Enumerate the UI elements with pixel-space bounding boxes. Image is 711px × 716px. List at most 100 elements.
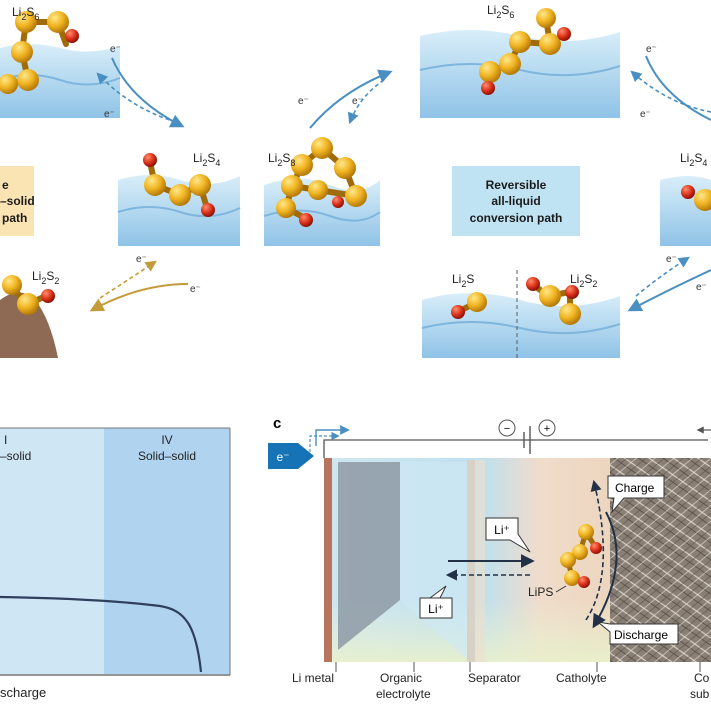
reversible-path-box-line3: conversion path xyxy=(470,211,563,225)
species-label-li2s8: Li2S8 xyxy=(268,151,295,168)
species-symbol: S xyxy=(26,5,34,19)
electron-arrow-left-bottom: e⁻ e⁻ xyxy=(89,254,201,312)
region-iii-label: I xyxy=(4,433,7,447)
electron-label: e⁻ xyxy=(298,96,309,107)
species-label-li2s6-left: Li2S6 xyxy=(12,5,39,22)
species-subscript: 4 xyxy=(215,158,220,168)
discharge-callout: Discharge xyxy=(596,621,679,645)
electron-arrow-right-top: e⁻ e⁻ xyxy=(630,44,711,121)
molecule-li2s2-left xyxy=(2,275,55,315)
species-label-li2s4-left: Li2S4 xyxy=(193,151,220,168)
species-subscript: 2 xyxy=(41,276,46,286)
species-symbol: Li xyxy=(487,3,496,17)
molecule-lipS xyxy=(560,524,602,588)
molecule-li2s4-left xyxy=(143,153,215,217)
solid-path-box xyxy=(0,166,34,236)
species-label-li2s4-right: Li2S4 xyxy=(680,151,707,168)
electron-label: e⁻ xyxy=(190,284,201,295)
species-subscript: 8 xyxy=(290,158,295,168)
species-subscript: 2 xyxy=(21,12,26,22)
li-metal xyxy=(324,458,332,662)
species-symbol: Li xyxy=(32,269,41,283)
label-current-collector: Co xyxy=(694,671,710,685)
species-subscript: 2 xyxy=(579,279,584,289)
electron-label: e⁻ xyxy=(640,109,651,120)
electron-arrow-left-top: e⁻ e⁻ xyxy=(96,44,185,128)
li-ion-upper-label: Li⁺ xyxy=(494,523,510,537)
lipS-label: LiPS xyxy=(528,585,553,599)
electron-label: e⁻ xyxy=(110,44,121,55)
voltage-curve xyxy=(0,595,203,673)
terminal-plus: + xyxy=(544,423,550,435)
label-substrate: sub xyxy=(690,687,710,701)
electron-tag-label: e⁻ xyxy=(276,450,289,464)
panel-b-plot: I –solid IV Solid–solid scharge xyxy=(0,427,231,700)
li-ion-upper-callout: Li⁺ xyxy=(485,517,531,553)
species-subscript: 2 xyxy=(54,276,59,286)
species-label-li2s2-left: Li2S2 xyxy=(32,269,59,286)
electron-label: e⁻ xyxy=(696,282,707,293)
species-subscript: 2 xyxy=(592,279,597,289)
species-symbol: Li xyxy=(452,272,461,286)
solid-path-box-line3: path xyxy=(2,211,27,225)
molecule-li2s6-left xyxy=(0,11,79,94)
x-axis-label: scharge xyxy=(0,685,46,700)
region-iv xyxy=(104,428,230,674)
label-separator: Separator xyxy=(468,671,521,685)
reversible-path-box-line2: all-liquid xyxy=(491,194,540,208)
species-subscript: 4 xyxy=(702,158,707,168)
species-label-li2s: Li2S xyxy=(452,272,474,289)
species-symbol: S xyxy=(46,269,54,283)
electron-label: e⁻ xyxy=(352,96,363,107)
species-subscript: 6 xyxy=(34,12,39,22)
species-symbol: S xyxy=(282,151,290,165)
charge-label: Charge xyxy=(615,481,655,495)
species-subscript: 2 xyxy=(496,10,501,20)
electron-label: e⁻ xyxy=(136,254,147,265)
region-iii-sub: –solid xyxy=(0,449,31,463)
species-symbol: Li xyxy=(193,151,202,165)
region-iii xyxy=(0,428,104,674)
molecule-li2s8 xyxy=(276,137,367,227)
panel-c-cell: c − + e⁻ Li⁺ xyxy=(268,415,711,701)
molecule-li2s4-right xyxy=(681,185,711,211)
molecule-li2s6-right xyxy=(479,8,571,95)
species-label-li2s6-right: Li2S6 xyxy=(487,3,514,20)
molecule-li2s2-right xyxy=(526,277,581,325)
species-symbol: Li xyxy=(12,5,21,19)
reversible-path-box-line1: Reversible xyxy=(486,178,547,192)
electron-label: e⁻ xyxy=(666,254,677,265)
solid-deposit-li2s2-left xyxy=(0,292,58,358)
electron-label: e⁻ xyxy=(104,109,115,120)
electron-arrow-right-bottom: e⁻ e⁻ xyxy=(627,254,711,312)
species-subscript: 2 xyxy=(277,158,282,168)
species-subscript: 2 xyxy=(689,158,694,168)
electron-tag xyxy=(268,443,298,469)
terminal-minus: − xyxy=(504,423,510,435)
label-organic: Organic xyxy=(380,671,422,685)
region-iv-sub: Solid–solid xyxy=(138,449,196,463)
species-label-li2s2-right: Li2S2 xyxy=(570,272,597,289)
species-subscript: 2 xyxy=(202,158,207,168)
species-subscript: 6 xyxy=(509,10,514,20)
charge-callout: Charge xyxy=(607,475,665,514)
species-symbol: S xyxy=(584,272,592,286)
molecule-li2s xyxy=(451,292,487,319)
li-ion-lower-label: Li⁺ xyxy=(428,602,444,616)
species-symbol: Li xyxy=(268,151,277,165)
species-symbol: S xyxy=(501,3,509,17)
species-symbol: S xyxy=(466,272,474,286)
species-symbol: Li xyxy=(680,151,689,165)
species-subscript: 2 xyxy=(461,279,466,289)
organic-electrolyte-slab xyxy=(338,462,400,650)
label-li-metal: Li metal xyxy=(292,671,334,685)
electron-arrow-middle-top: e⁻ e⁻ xyxy=(298,69,393,129)
li-ion-lower-callout: Li⁺ xyxy=(419,585,453,619)
label-electrolyte: electrolyte xyxy=(376,687,431,701)
species-symbol: S xyxy=(207,151,215,165)
panel-c-letter: c xyxy=(273,415,281,432)
liquid-pool-li2s6-right xyxy=(419,30,621,118)
solid-path-box-line2: –solid xyxy=(0,194,35,208)
region-iv-label: IV xyxy=(161,433,172,447)
